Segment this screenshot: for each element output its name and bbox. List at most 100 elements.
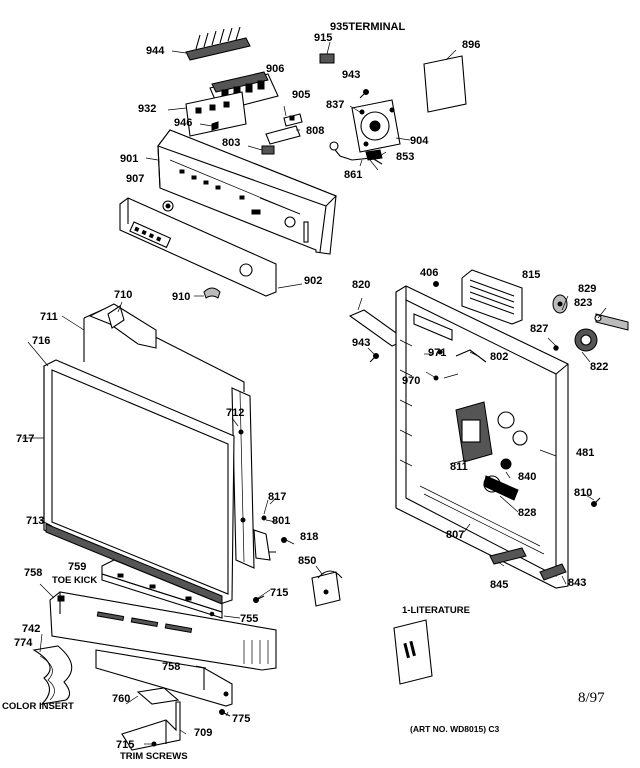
label-837: 837 — [326, 99, 345, 111]
label-815: 815 — [522, 269, 541, 281]
part-896-sheet — [423, 49, 467, 113]
part-715-screw-a — [253, 595, 265, 603]
tub-inner-door — [395, 285, 569, 589]
label-901: 901 — [120, 153, 139, 165]
part-907-knob — [162, 200, 174, 212]
caption-trim-screws: TRIM SCREWS — [120, 751, 188, 762]
part-712-side-strip — [231, 387, 255, 569]
label-716: 716 — [32, 335, 51, 347]
label-807: 807 — [446, 529, 465, 541]
label-823: 823 — [574, 297, 593, 309]
part-760-bracket — [136, 687, 180, 705]
label-932: 932 — [138, 103, 157, 115]
label-829: 829 — [578, 283, 597, 295]
part-711-inner-door — [61, 303, 245, 392]
literature-booklet — [393, 619, 433, 685]
part-801-hinge — [253, 499, 287, 561]
part-915-terminal — [319, 41, 335, 64]
kick-vent-slots — [243, 640, 269, 664]
part-946 — [199, 121, 219, 131]
part-943-screw-a — [359, 89, 369, 99]
part-710-bracket — [107, 301, 125, 329]
label-775: 775 — [232, 713, 251, 725]
label-713: 713 — [26, 515, 45, 527]
part-810-screw — [591, 497, 601, 507]
label-943-top: 943 — [342, 69, 361, 81]
label-970: 970 — [402, 375, 421, 387]
label-755: 755 — [240, 613, 259, 625]
label-811: 811 — [450, 461, 468, 473]
part-709-bracket — [121, 701, 181, 751]
label-758-top: 758 — [24, 567, 43, 579]
date-mark: 8/97 — [578, 690, 605, 706]
label-861: 861 — [344, 169, 363, 181]
part-715-screw-b — [151, 741, 157, 747]
label-906: 906 — [266, 63, 285, 75]
label-827: 827 — [530, 323, 549, 335]
label-896: 896 — [462, 39, 481, 51]
part-775-screw — [219, 709, 231, 717]
label-801: 801 — [272, 515, 291, 527]
label-904: 904 — [410, 135, 429, 147]
part-904-timer — [351, 99, 411, 153]
label-853: 853 — [396, 151, 415, 163]
part-944-connector — [171, 26, 251, 61]
label-481: 481 — [576, 447, 595, 459]
label-902: 902 — [304, 275, 323, 287]
part-910 — [194, 287, 221, 299]
label-817: 817 — [268, 491, 287, 503]
label-759: 759 — [68, 561, 87, 573]
art-number: (ART NO. WD8015) C3 — [410, 724, 500, 734]
label-808: 808 — [306, 125, 325, 137]
label-935-terminal: 935TERMINAL — [330, 21, 406, 33]
label-971: 971 — [428, 347, 447, 359]
leader-lines — [39, 105, 607, 745]
part-822-gear — [574, 328, 598, 352]
label-818: 818 — [300, 531, 319, 543]
panel-buttons — [169, 159, 309, 243]
part-823-arm — [594, 313, 629, 331]
part-943-screw-b — [369, 353, 379, 363]
label-711: 711 — [40, 311, 58, 323]
caption-literature: 1-LITERATURE — [402, 605, 470, 616]
label-910: 910 — [172, 291, 191, 303]
part-827-screw — [553, 345, 559, 351]
part-905 — [283, 113, 303, 127]
part-861-853-link — [329, 141, 383, 165]
label-709: 709 — [194, 727, 213, 739]
part-901-control-panel — [145, 129, 337, 255]
part-759-toe-kick — [101, 559, 223, 619]
label-822: 822 — [590, 361, 609, 373]
label-803: 803 — [222, 137, 241, 149]
part-758-lower-bracket — [95, 649, 233, 707]
tub-ribs — [399, 339, 545, 555]
label-907: 907 — [126, 173, 145, 185]
part-803 — [247, 145, 275, 155]
caption-toe-kick: TOE KICK — [52, 575, 98, 586]
label-715-mid: 715 — [270, 587, 289, 599]
dispenser — [455, 401, 528, 501]
overlay-keypad — [129, 221, 172, 249]
part-850-latch — [311, 570, 343, 607]
part-829-washer — [552, 294, 568, 314]
label-820: 820 — [352, 279, 371, 291]
part-742-color-insert — [32, 645, 73, 705]
part-932-bracket — [167, 91, 247, 137]
label-774: 774 — [14, 637, 33, 649]
part-808 — [265, 125, 301, 145]
part-845-gasket — [489, 547, 527, 567]
part-406-screw — [433, 281, 439, 287]
part-815-vent — [461, 269, 523, 325]
label-943-mid: 943 — [352, 337, 371, 349]
part-758-kick-panel — [39, 583, 277, 671]
label-710: 710 — [114, 289, 133, 301]
label-802: 802 — [490, 351, 509, 363]
label-406: 406 — [420, 267, 439, 279]
label-843: 843 — [568, 577, 587, 589]
label-850: 850 — [298, 555, 317, 567]
label-712: 712 — [226, 407, 245, 419]
caption-color-insert: COLOR INSERT — [2, 701, 74, 712]
label-760: 760 — [112, 693, 131, 705]
